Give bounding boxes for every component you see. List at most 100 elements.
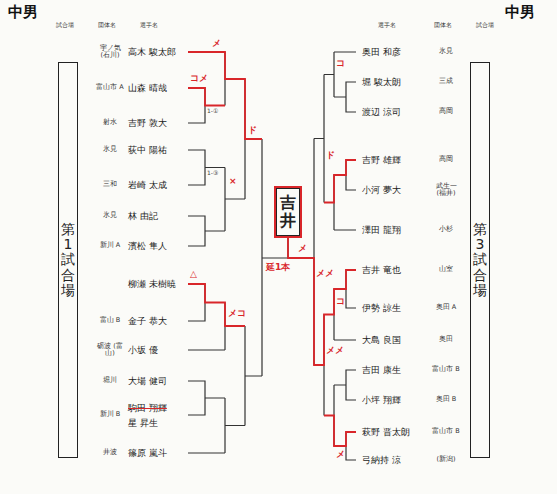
winner-name: 吉井: [280, 194, 296, 229]
match-number: 1-①: [207, 108, 218, 115]
sheet-title: 中男: [505, 4, 535, 21]
team-name: 奥田 A: [432, 304, 460, 311]
team-name: 高岡: [432, 156, 460, 163]
bracket-line: [188, 284, 245, 350]
bracket-line: [314, 75, 356, 231]
referee-mark: メ: [336, 449, 345, 459]
player-name: 澤田 龍翔: [362, 225, 401, 235]
player-name: 濱松 隼人: [128, 241, 167, 251]
winner-line: [324, 416, 356, 447]
sheet-title: 中男: [8, 4, 38, 21]
team-name: 武生一 (福井): [432, 183, 460, 198]
bracket-black: [188, 52, 356, 460]
player-name: 吉野 雄輝: [362, 155, 401, 165]
team-name: 射水: [96, 119, 124, 126]
referee-mark: △: [190, 269, 197, 279]
player-name: 山森 晴哉: [128, 83, 167, 93]
team-name: 富山市 B: [432, 428, 460, 435]
team-name: 三和: [96, 181, 124, 188]
referee-mark: メ: [298, 243, 307, 253]
referee-mark: ×: [229, 176, 237, 186]
player-name: 渡辺 涼司: [362, 107, 401, 117]
team-name: 富山市 A: [96, 84, 124, 91]
referee-mark: コ: [336, 296, 345, 306]
column-header: 団体名: [98, 22, 116, 29]
column-header: 選手名: [378, 22, 396, 29]
player-name: 星 昇生: [128, 418, 158, 428]
team-name: (新潟): [432, 456, 460, 463]
column-header: 試合場: [56, 22, 74, 29]
struck-player-name: 駒田 翔輝: [128, 403, 167, 413]
referee-mark: メメ: [316, 268, 334, 278]
column-header: 試合場: [476, 22, 494, 29]
player-name: 林 由記: [128, 211, 158, 221]
referee-mark: 延1本: [266, 262, 290, 272]
winner-line: [188, 88, 225, 106]
winner-line: [188, 284, 245, 326]
bracket-line: [245, 139, 314, 426]
bracket-line: [188, 381, 245, 453]
player-name: 吉田 康生: [362, 365, 401, 375]
bracket-line: [324, 52, 356, 112]
team-name: 氷見: [432, 48, 460, 55]
referee-mark: メ: [212, 38, 221, 48]
referee-mark: コメ: [190, 73, 208, 83]
player-name: 大場 健司: [128, 376, 167, 386]
column-header: 選手名: [140, 22, 158, 29]
winner-box: 吉井: [276, 188, 300, 236]
team-name: 新川 A: [96, 242, 124, 249]
referee-mark: ド: [326, 150, 335, 160]
court-name: 第3試合場: [473, 222, 487, 299]
team-name: 砺波 (富山): [96, 343, 124, 358]
referee-mark: ド: [248, 125, 257, 135]
winner-line: [324, 160, 356, 203]
team-name: 宇ノ気 (石川): [96, 45, 124, 60]
team-name: 三成: [432, 78, 460, 85]
player-name: 伊勢 諒生: [362, 303, 401, 313]
player-name: 岩崎 太成: [128, 180, 167, 190]
court-name: 第1試合場: [61, 222, 75, 299]
player-name: 大島 良国: [362, 335, 401, 345]
player-name: 金子 恭大: [128, 316, 167, 326]
referee-mark: メコ: [228, 308, 246, 318]
player-name: 奥田 和彦: [362, 47, 401, 57]
team-name: 奥田 B: [432, 396, 460, 403]
player-name: 荻中 陽祐: [128, 145, 167, 155]
player-name: 弓納持 涼: [362, 455, 401, 465]
team-name: 小杉: [432, 226, 460, 233]
bracket-line: [188, 150, 245, 246]
bracket-line: [324, 270, 356, 340]
team-name: 氷見: [96, 146, 124, 153]
winner-line: [288, 236, 356, 365]
team-name: 富山市 B: [432, 366, 460, 373]
player-name: 小坂 優: [128, 345, 158, 355]
player-name: 柳瀬 未樹暁: [128, 279, 176, 289]
player-name: 高木 駿太郎: [128, 47, 176, 57]
bracket-line: [188, 52, 245, 123]
player-name: 吉野 敦大: [128, 118, 167, 128]
bracket-line: [324, 370, 356, 460]
team-name: 奥田: [432, 336, 460, 343]
court-box: 第3試合場: [470, 62, 490, 458]
team-name: 氷見: [96, 212, 124, 219]
court-box: 第1試合場: [58, 62, 78, 458]
player-name: 吉井 竜也: [362, 265, 401, 275]
team-name: 新川 B: [96, 411, 124, 418]
player-name: 萩野 晋太朗: [362, 427, 410, 437]
player-name: 小河 夢大: [362, 185, 401, 195]
match-number: 1-③: [207, 170, 218, 177]
winner-line: [188, 52, 262, 139]
team-name: 井波: [96, 449, 124, 456]
referee-mark: メメ: [326, 345, 344, 355]
team-name: 富山 B: [96, 317, 124, 324]
player-name: 小坪 翔輝: [362, 395, 401, 405]
team-name: 山室: [432, 266, 460, 273]
team-name: 高岡: [432, 108, 460, 115]
player-name: 堀 駿太朗: [362, 77, 401, 87]
referee-mark: コ: [336, 58, 345, 68]
column-header: 団体名: [434, 22, 452, 29]
winner-path: [188, 52, 356, 446]
player-name: 篠原 嵐斗: [128, 448, 167, 458]
team-name: 堀川: [96, 377, 124, 384]
